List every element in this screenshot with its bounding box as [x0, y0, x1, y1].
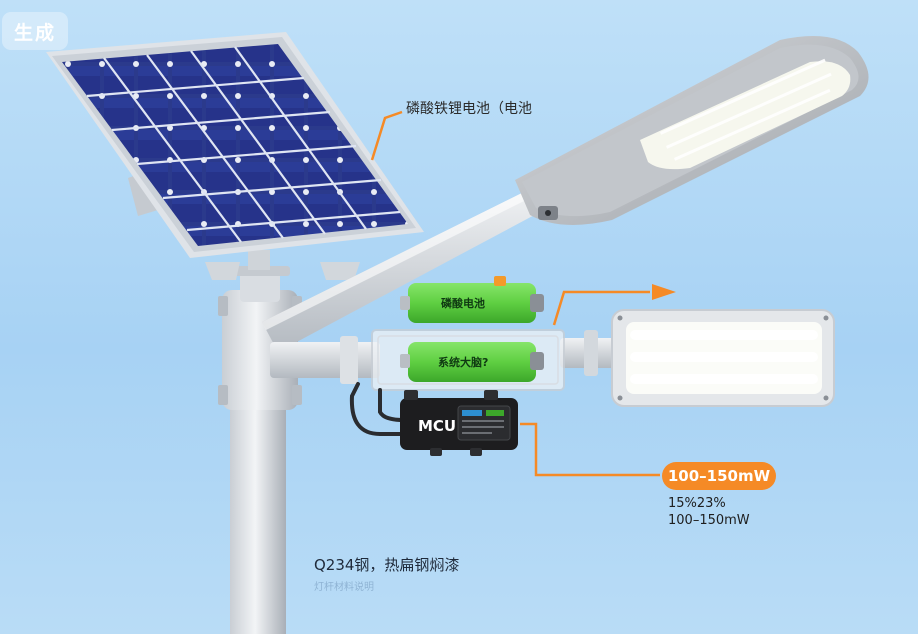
battery-type-callout: 磷酸铁锂电池（电池: [406, 101, 532, 117]
solar-panel-icon: [46, 32, 424, 258]
callout-lines: [370, 110, 660, 477]
cables: [349, 382, 406, 436]
battery-bottom-label: 系统大脑?: [438, 356, 489, 369]
street-lamp-icon: [515, 36, 869, 225]
battery-top-label: 磷酸电池: [441, 297, 485, 310]
led-lamp-icon: [611, 309, 835, 407]
pole-material-text: Q234钢，热扁钢焖漆: [314, 556, 460, 574]
battery-icon: [400, 276, 544, 382]
short-arm: [270, 330, 620, 384]
arrow-right-icon: [652, 284, 676, 300]
mcu-label: MCU: [418, 417, 457, 435]
power-spec: 100–150mW: [668, 513, 750, 528]
pole-material-subtitle: 灯杆材料说明: [314, 582, 374, 593]
lamp-arm: [262, 190, 540, 352]
efficiency-spec: 15%23%: [668, 496, 726, 511]
power-range-badge: 100–150mW: [662, 462, 776, 490]
generated-badge: 生成: [2, 12, 68, 50]
mcu-icon: [400, 390, 518, 456]
